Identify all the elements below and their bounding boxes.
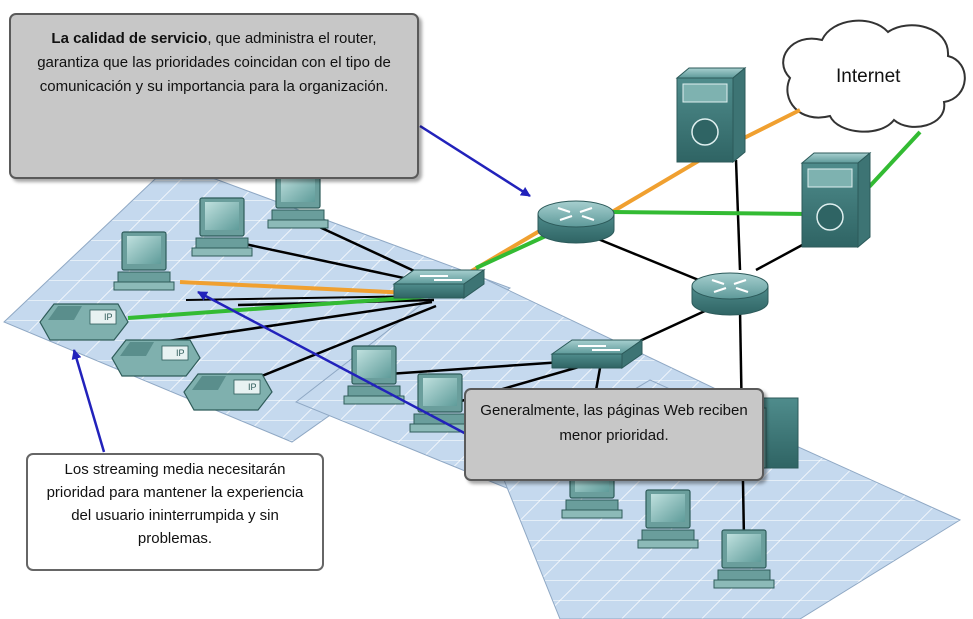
web-priority-callout: Generalmente, las páginas Web reciben me… — [464, 388, 764, 481]
streaming-callout-text: Los streaming media necesitarán priorida… — [46, 461, 304, 547]
qos-router — [536, 199, 616, 245]
ip-phone: IP — [111, 339, 201, 377]
pc — [637, 489, 699, 549]
internet-cloud — [782, 19, 966, 133]
voice-link-green — [127, 294, 435, 320]
voice-link-green-uplink — [475, 232, 551, 270]
streaming-arrow — [71, 349, 106, 453]
qos-callout-bold: La calidad de servicio — [51, 30, 208, 47]
ip-phone: IP — [183, 373, 273, 411]
pc — [713, 529, 775, 589]
pc — [409, 373, 471, 433]
pc — [113, 231, 175, 291]
ip-label: IP — [248, 382, 257, 392]
ip-phone: IP — [39, 303, 129, 341]
ip-label: IP — [176, 348, 185, 358]
access-switch-center — [551, 339, 643, 369]
internet-label: Internet — [836, 66, 901, 87]
distribution-router — [690, 271, 770, 317]
access-switch-left — [393, 269, 485, 299]
ip-label: IP — [104, 312, 113, 322]
core-switch-top — [676, 67, 746, 163]
core-switch-right — [801, 152, 871, 248]
web-arrow — [197, 290, 471, 438]
streaming-callout: Los streaming media necesitarán priorida… — [26, 453, 324, 571]
qos-callout-text: , que administra el router, garantiza qu… — [37, 30, 391, 95]
web-callout-text: Generalmente, las páginas Web reciben me… — [480, 402, 748, 444]
data-link-orange — [179, 280, 433, 296]
pc — [191, 197, 253, 257]
voice-link-green-internet — [611, 130, 922, 217]
qos-arrow — [419, 124, 531, 198]
qos-callout: La calidad de servicio, que administra e… — [9, 13, 419, 179]
